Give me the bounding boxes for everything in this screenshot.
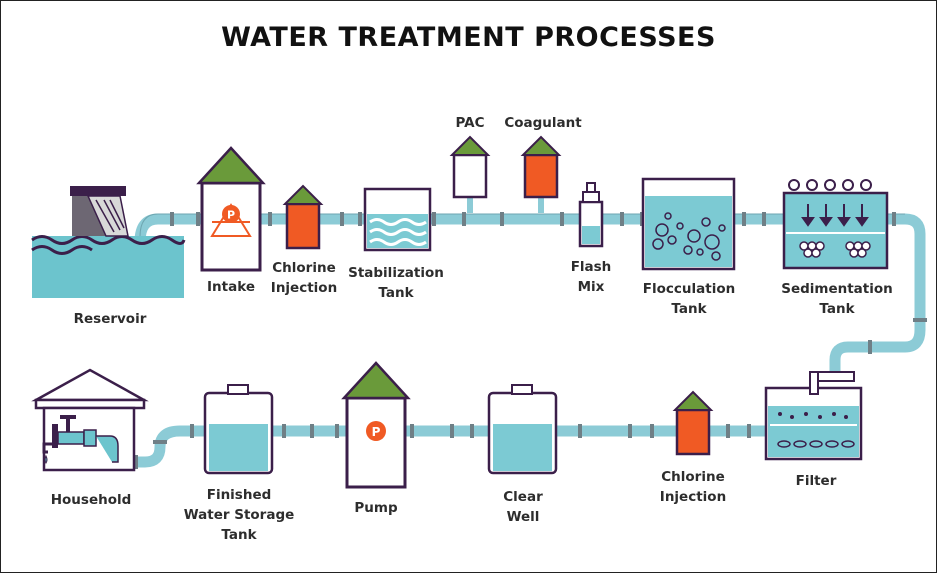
label-stabilization-tank: Stabilization Tank [348, 265, 444, 301]
chlorine-tank-icon [282, 184, 324, 250]
pipe-network [112, 213, 926, 468]
intake-icon: P [196, 146, 266, 272]
pump-icon: P [341, 361, 411, 489]
label-coagulant: Coagulant [504, 115, 582, 131]
pipe-top-row [134, 213, 926, 372]
pump-symbol: P [372, 425, 381, 439]
label-intake: Intake [207, 279, 255, 295]
label-chlorine-injection-top: Chlorine Injection [270, 260, 338, 296]
label-flocculation-tank: Flocculation Tank [642, 281, 736, 317]
diagram-title: WATER TREATMENT PROCESSES [221, 22, 716, 53]
coagulant-tank-icon [520, 135, 562, 213]
label-filter: Filter [795, 473, 837, 489]
stabilization-tank-icon [363, 187, 432, 252]
reservoir-wave [31, 235, 186, 245]
flocculation-tank-icon [641, 177, 736, 271]
reservoir-water [32, 236, 184, 298]
intake-pump-symbol: P [227, 209, 235, 222]
label-pump: Pump [354, 500, 398, 516]
house-icon [31, 368, 149, 472]
label-clear-well: Clear Well [503, 489, 543, 525]
filter-icon [764, 371, 863, 461]
label-pac: PAC [455, 115, 485, 131]
pipe-outline [139, 213, 905, 238]
label-sedimentation-tank: Sedimentation Tank [781, 281, 893, 317]
label-reservoir: Reservoir [73, 311, 147, 327]
pac-tank-icon [449, 135, 491, 213]
flash-mix-icon [578, 182, 604, 248]
pipe-bottom-row [112, 425, 790, 468]
clear-well-icon [487, 384, 558, 475]
label-chlorine-injection-bottom: Chlorine Injection [659, 469, 727, 505]
label-flash-mix: Flash Mix [570, 259, 612, 295]
label-household: Household [50, 492, 132, 508]
sedimentation-tank-icon [782, 179, 889, 270]
storage-tank-icon [203, 384, 274, 475]
faucet-icon [42, 415, 119, 464]
reservoir [31, 186, 186, 298]
dam-icon [70, 186, 129, 237]
chlorine-tank-icon [672, 390, 714, 456]
label-finished-water-storage-tank: Finished Water Storage Tank [183, 487, 295, 543]
